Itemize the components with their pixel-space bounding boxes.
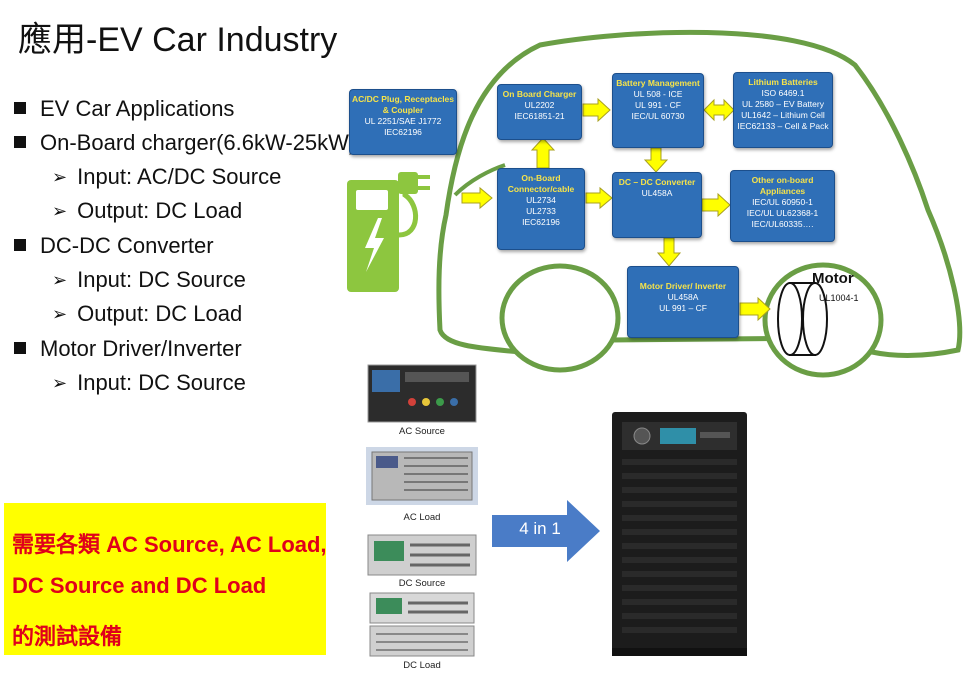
box-line: IEC/UL 60950-1: [752, 197, 813, 207]
box-onboard-charger: On Board Charger UL2202 IEC61851-21: [497, 84, 582, 140]
caption-dc-load: DC Load: [403, 660, 441, 671]
box-plug-receptacles: AC/DC Plug, Receptacles & Coupler UL 225…: [349, 89, 457, 155]
sub-bullet-output-dcload-2: ➢ Output: DC Load: [52, 301, 242, 327]
bullet-text: Motor Driver/Inverter: [40, 336, 242, 361]
sub-bullet-input-dcsource-2: ➢ Input: DC Source: [52, 370, 246, 396]
box-battery-management: Battery Management UL 508 - ICE UL 991 -…: [612, 73, 704, 148]
square-bullet-icon: [14, 239, 26, 251]
four-in-one-label: 4 in 1: [519, 519, 561, 538]
callout-line-2: DC Source and DC Load: [12, 573, 267, 598]
motor-icon: [777, 282, 828, 356]
bullet-text: Input: DC Source: [77, 370, 246, 395]
sub-bullet-output-dcload: ➢ Output: DC Load: [52, 198, 242, 224]
arrow-bullet-icon: ➢: [52, 373, 68, 393]
motor-label: Motor: [812, 270, 854, 287]
box-line: IEC62196: [522, 217, 560, 227]
bullet-text: Output: DC Load: [77, 301, 243, 326]
bullet-motor-driver: Motor Driver/Inverter: [14, 336, 242, 362]
box-dcdc-converter: DC – DC Converter UL458A: [612, 172, 702, 238]
box-title: AC/DC Plug, Receptacles & Coupler: [351, 94, 455, 115]
box-title: On Board Charger: [502, 89, 577, 99]
bullet-text: Input: AC/DC Source: [77, 164, 282, 189]
box-title: Lithium Batteries: [748, 77, 818, 87]
box-line: UL 991 – CF: [659, 303, 707, 313]
box-title: Other on-board Appliances: [751, 175, 814, 196]
bullet-dcdc-converter: DC-DC Converter: [14, 233, 214, 259]
integrated-cabinet-image: [612, 412, 747, 656]
dc-source-image: [367, 534, 477, 576]
bullet-onboard-charger: On-Board charger(6.6kW-25kW): [14, 130, 356, 156]
flow-arrows: [461, 97, 771, 322]
box-line: UL2202: [524, 100, 555, 110]
box-line: ISO 6469.1: [761, 88, 805, 98]
arrow-driver-to-motor: [739, 296, 771, 322]
arrow-bullet-icon: ➢: [52, 201, 68, 221]
page-title: 應用-EV Car Industry: [18, 21, 338, 59]
dc-load-image: [369, 592, 475, 657]
bullet-text: On-Board charger(6.6kW-25kW): [40, 130, 357, 155]
box-line: UL458A: [667, 292, 699, 302]
box-line: UL 991 - CF: [635, 100, 681, 110]
arrow-dcdc-to-motordriver: [656, 237, 682, 267]
requirement-callout: 需要各類 AC Source, AC Load, DC Source and D…: [4, 503, 327, 655]
box-line: UL2734: [526, 195, 556, 205]
box-line: IEC61851-21: [514, 111, 565, 121]
box-title: Battery Management: [616, 78, 700, 88]
box-line: IEC/UL60335….: [751, 219, 814, 229]
arrow-connector-to-charger: [530, 137, 556, 169]
square-bullet-icon: [14, 102, 26, 114]
ac-source-image: [367, 364, 477, 423]
box-line: IEC/UL UL62368-1: [746, 208, 819, 218]
arrow-connector-to-dcdc: [585, 186, 613, 210]
box-title: On-Board Connector/cable: [507, 173, 575, 194]
bullet-text: Output: DC Load: [77, 198, 243, 223]
rear-wheel: [499, 263, 621, 373]
arrow-battery-lithium: [703, 98, 735, 122]
arrow-dcdc-to-appliances: [701, 192, 731, 218]
bullet-text: Input: DC Source: [77, 267, 246, 292]
box-line: IEC/UL 60730: [631, 111, 685, 121]
arrow-bullet-icon: ➢: [52, 167, 68, 187]
box-line: UL1642 – Lithium Cell: [741, 110, 825, 120]
box-motor-driver: Motor Driver/ Inverter UL458A UL 991 – C…: [627, 266, 739, 338]
arrow-battery-to-dcdc: [643, 147, 669, 173]
box-title: Motor Driver/ Inverter: [639, 281, 727, 291]
square-bullet-icon: [14, 342, 26, 354]
arrow-bullet-icon: ➢: [52, 304, 68, 324]
box-line: UL 508 - ICE: [633, 89, 683, 99]
bullet-text: DC-DC Converter: [40, 233, 214, 258]
box-title: DC – DC Converter: [618, 177, 696, 187]
bullet-text: EV Car Applications: [40, 96, 235, 121]
box-line: IEC62133 – Cell & Pack: [737, 121, 829, 131]
callout-line-3: 的測試設備: [12, 624, 123, 649]
arrow-charger-to-battery: [582, 97, 611, 123]
car-window-line: [453, 163, 506, 197]
box-lithium-batteries: Lithium Batteries ISO 6469.1 UL 2580 – E…: [733, 72, 833, 148]
caption-dc-source: DC Source: [398, 578, 446, 589]
box-line: UL458A: [641, 188, 673, 198]
box-onboard-connector: On-Board Connector/cable UL2734 UL2733 I…: [497, 168, 585, 250]
arrow-plug-to-connector: [461, 186, 493, 210]
ac-load-image: [366, 447, 478, 505]
box-line: IEC62196: [384, 127, 422, 137]
box-other-appliances: Other on-board Appliances IEC/UL 60950-1…: [730, 170, 835, 242]
charging-station-icon: [347, 172, 430, 292]
arrow-bullet-icon: ➢: [52, 270, 68, 290]
square-bullet-icon: [14, 136, 26, 148]
sub-bullet-input-dcsource: ➢ Input: DC Source: [52, 267, 246, 293]
callout-line-1: 需要各類 AC Source, AC Load,: [12, 532, 327, 557]
sub-bullet-input-acdc: ➢ Input: AC/DC Source: [52, 164, 281, 190]
bullet-ev-car-applications: EV Car Applications: [14, 96, 234, 122]
box-line: UL2733: [526, 206, 556, 216]
caption-ac-load: AC Load: [403, 512, 441, 523]
box-line: UL 2580 – EV Battery: [742, 99, 824, 109]
box-line: UL 2251/SAE J1772: [364, 116, 442, 126]
motor-standard: UL1004-1: [819, 293, 859, 303]
four-in-one-arrow-icon: [492, 500, 600, 562]
caption-ac-source: AC Source: [399, 426, 445, 437]
